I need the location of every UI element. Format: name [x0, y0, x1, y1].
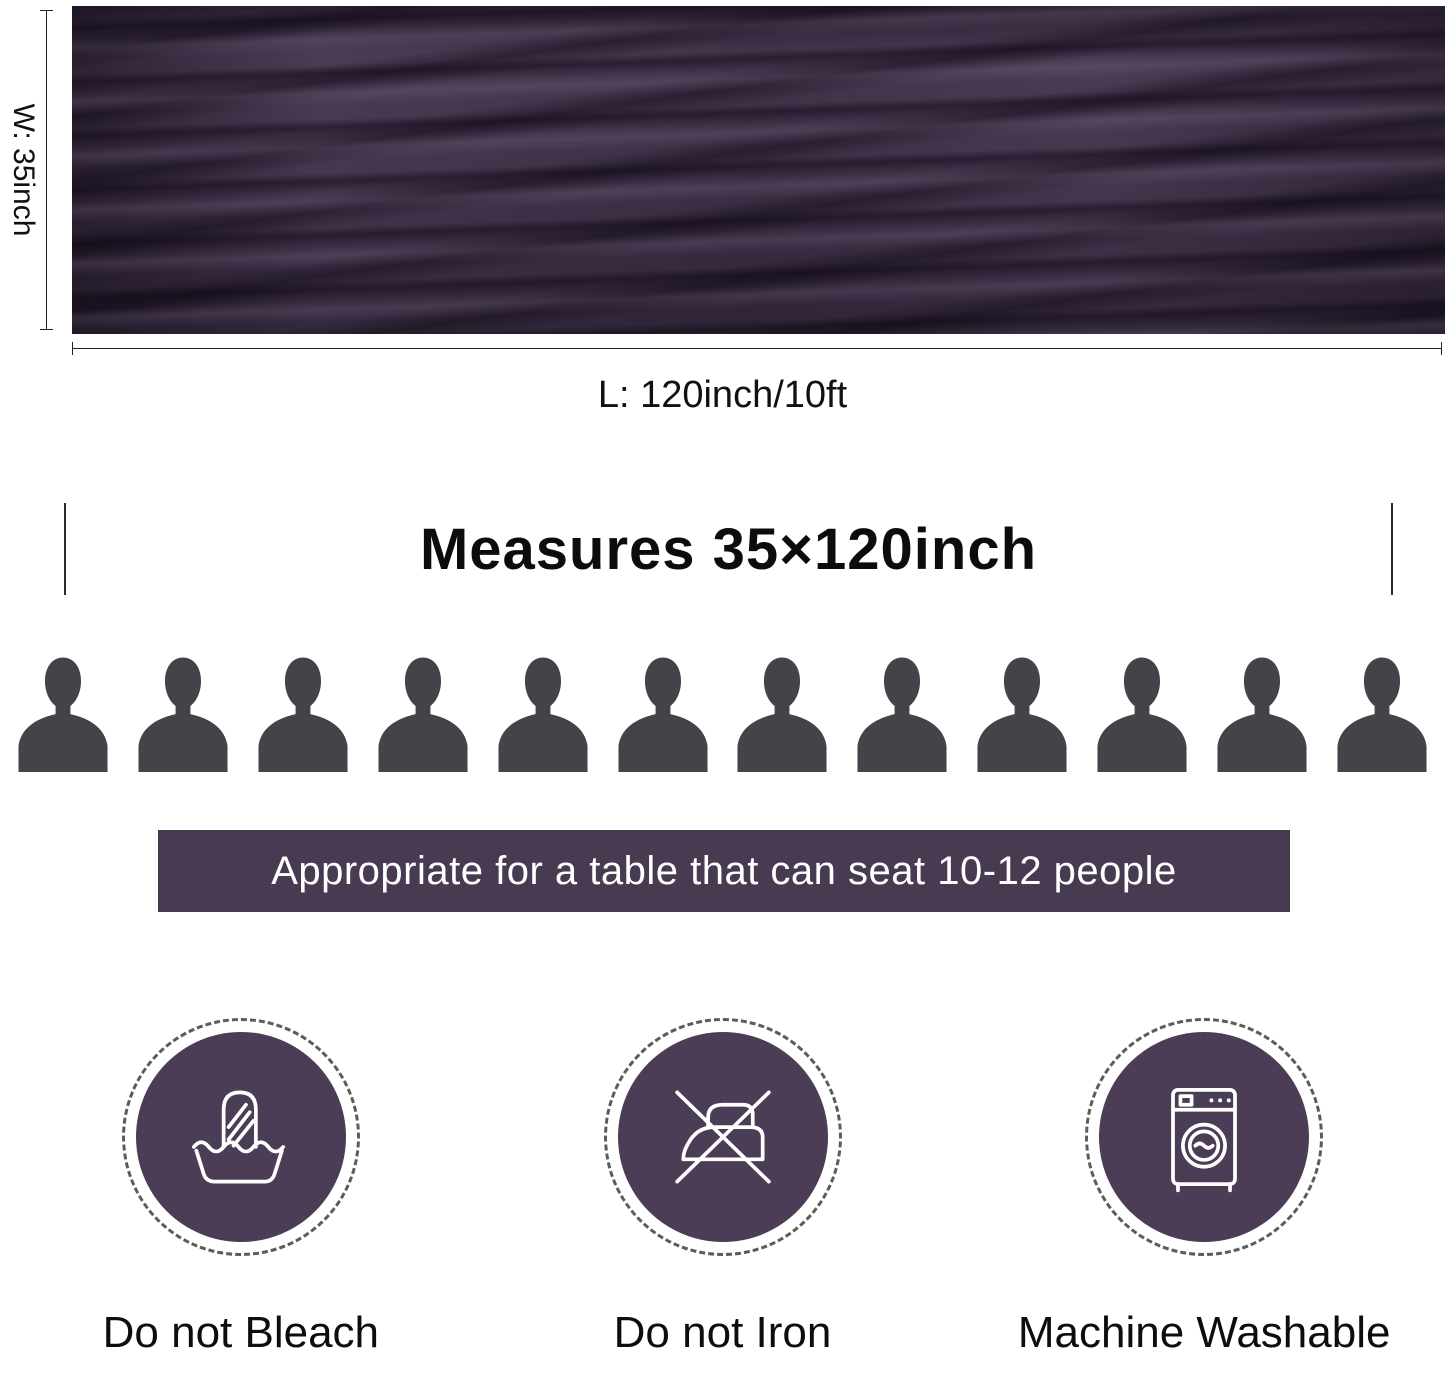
care-item-no-iron: Do not Iron: [482, 1018, 964, 1358]
dashed-ring: [121, 1018, 360, 1256]
care-circle: [135, 1032, 346, 1242]
care-circle: [617, 1032, 828, 1242]
person-silhouette-icon: [849, 654, 955, 772]
measures-text: Measures 35×120inch: [419, 516, 1038, 582]
care-instructions-row: Do not Bleach Do not Iron: [0, 1018, 1445, 1358]
person-silhouette-icon: [250, 654, 356, 772]
width-label: W: 35inch: [7, 103, 40, 237]
person-silhouette-icon: [969, 654, 1075, 772]
person-silhouette-icon: [729, 654, 835, 772]
person-silhouette-icon: [490, 654, 596, 772]
width-dimension-line: [40, 10, 53, 330]
care-item-no-bleach: Do not Bleach: [0, 1018, 482, 1358]
length-dimension-line: [72, 342, 1442, 355]
person-silhouette-icon: [130, 654, 236, 772]
people-row: [10, 652, 1435, 772]
person-silhouette-icon: [10, 654, 116, 772]
care-circle: [1099, 1032, 1310, 1242]
person-silhouette-icon: [610, 654, 716, 772]
washing-machine-icon: [1171, 1088, 1238, 1193]
person-silhouette-icon: [370, 654, 476, 772]
care-item-machine-washable: Machine Washable: [963, 1018, 1445, 1358]
seating-banner-text: Appropriate for a table that can seat 10…: [271, 848, 1177, 893]
handwash-basin-icon: [191, 1090, 285, 1184]
no-iron-icon: [674, 1090, 771, 1184]
care-label: Machine Washable: [1017, 1308, 1391, 1357]
fabric-dimension-section: W: 35inch: [0, 6, 1445, 334]
fabric-photo: [72, 6, 1445, 334]
person-silhouette-icon: [1209, 654, 1315, 772]
dashed-ring: [603, 1018, 842, 1256]
care-label: Do not Iron: [613, 1308, 832, 1357]
person-silhouette-icon: [1089, 654, 1195, 772]
length-label: L: 120inch/10ft: [597, 374, 848, 416]
person-silhouette-icon: [1329, 654, 1435, 772]
care-label: Do not Bleach: [102, 1308, 380, 1357]
seating-banner: Appropriate for a table that can seat 10…: [158, 830, 1290, 912]
measures-bracket: Measures 35×120inch: [64, 503, 1393, 595]
dashed-ring: [1085, 1018, 1324, 1256]
